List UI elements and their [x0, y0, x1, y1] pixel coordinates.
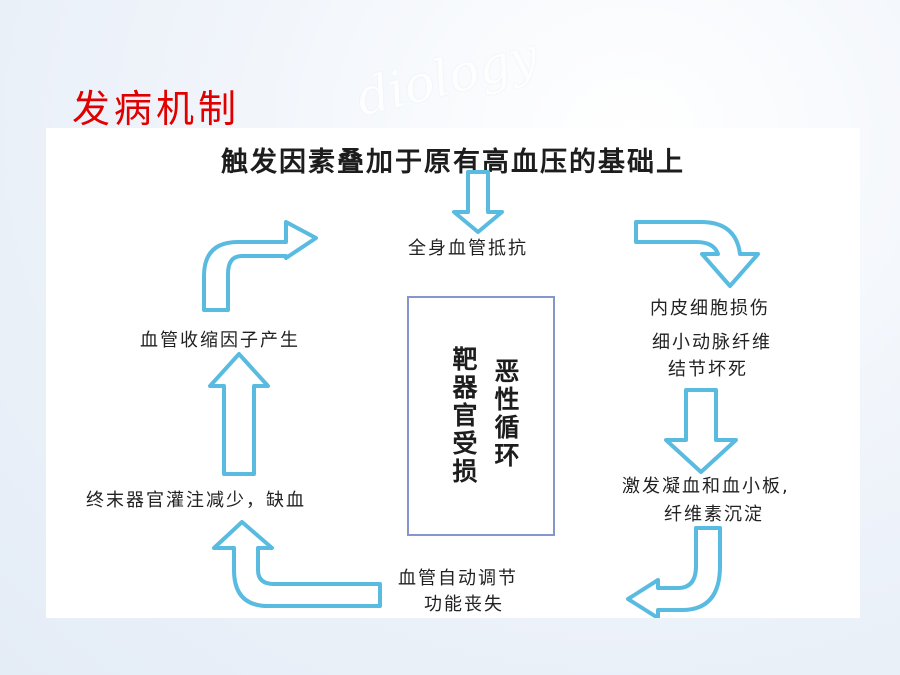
arrow-down-top	[452, 170, 504, 234]
arrow-down-right	[664, 388, 738, 474]
node-coagulation: 激发凝血和血小板,	[622, 476, 790, 497]
node-arteriole-fibrinoid: 细小动脉纤维	[652, 332, 772, 353]
center-target-organ-damage: 靶器官受损	[449, 346, 478, 486]
arrow-curve-top-left	[202, 220, 318, 312]
node-function-loss: 功能丧失	[424, 594, 504, 615]
slide-title: 发病机制	[72, 87, 241, 131]
center-box: 恶性循环 靶器官受损	[407, 296, 555, 536]
cycle-arrows	[202, 170, 760, 618]
node-end-organ-ischemia: 终末器官灌注减少，缺血	[86, 490, 306, 511]
node-endothelial-injury: 内皮细胞损伤	[650, 298, 770, 319]
node-systemic-resistance: 全身血管抵抗	[408, 238, 528, 259]
arrow-curve-bottom-left	[212, 520, 382, 608]
diagram-heading: 触发因素叠加于原有高血压的基础上	[221, 147, 685, 178]
center-vicious-cycle: 恶性循环	[491, 358, 520, 470]
diagram-panel: 触发因素叠加于原有高血压的基础上 全身血管抵抗 内皮细胞损伤 细小动脉纤维 结节…	[46, 128, 860, 618]
node-fibrin-deposition: 纤维素沉淀	[664, 504, 764, 525]
arrow-curve-bottom-right	[626, 526, 722, 618]
node-vasoconstrictor-release: 血管收缩因子产生	[140, 330, 300, 351]
node-autoregulation: 血管自动调节	[398, 568, 518, 589]
arrow-curve-top-right	[634, 220, 760, 288]
arrow-up-left	[208, 352, 270, 476]
node-nodular-necrosis: 结节坏死	[668, 359, 748, 380]
